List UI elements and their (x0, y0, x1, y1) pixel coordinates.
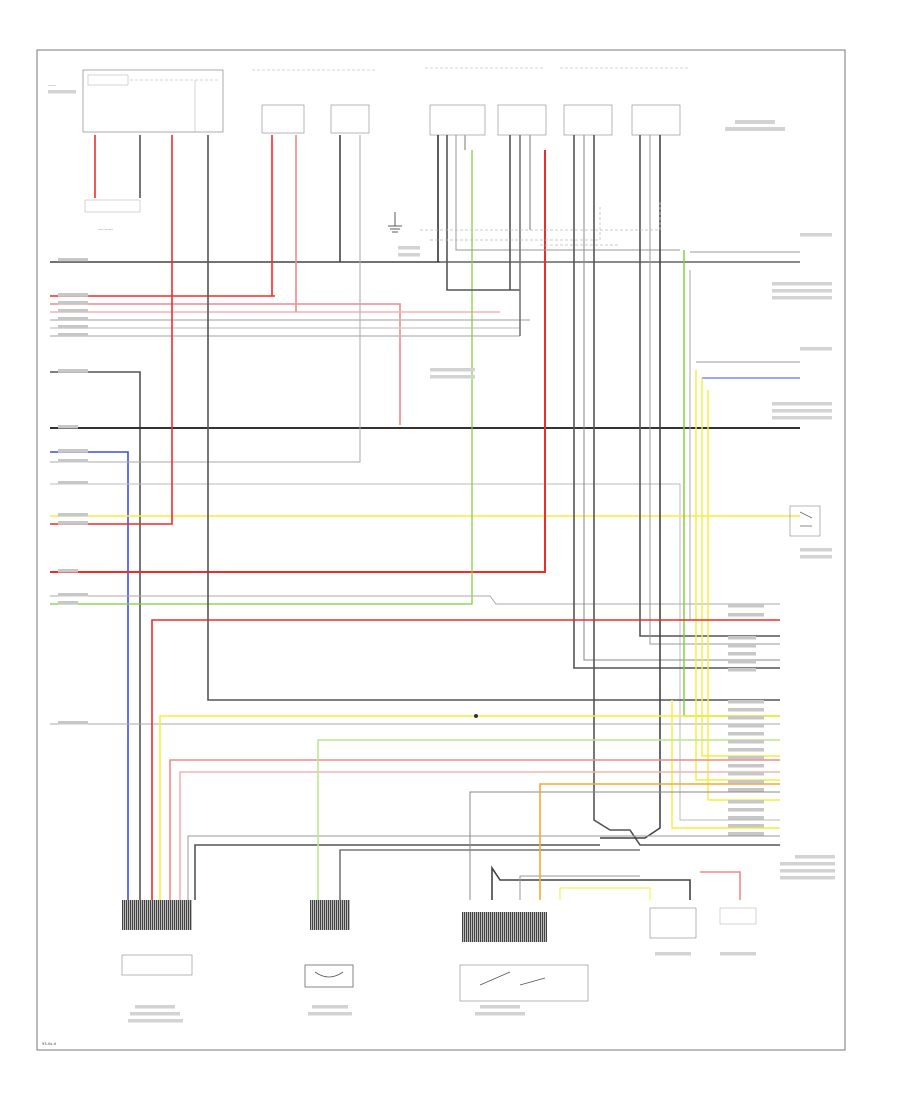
engine-coolant-sensor (304, 964, 354, 1016)
svg-text:------: ------ (48, 82, 57, 87)
pressure-switches (649, 907, 757, 956)
engine-ground-symbol (388, 212, 402, 233)
crankshaft-sensors-group (252, 69, 375, 134)
top-vertical-wires (94, 135, 780, 846)
svg-text:---- ------: ---- ------ (98, 226, 114, 231)
shield-lines (420, 200, 661, 246)
right-connector-labels (728, 604, 764, 836)
oxygen-sensors-group (425, 67, 690, 136)
knock-sensor-connector-top: ---- ------ (84, 199, 141, 231)
bottom-connectors (122, 900, 547, 942)
throttle-position-sensor (459, 964, 589, 1016)
left-connector-labels (58, 258, 88, 725)
component-label-blocks (48, 90, 835, 880)
crankshaft-sensor-bottom (121, 954, 193, 1023)
splice-dot (474, 714, 478, 718)
harness-wires (50, 135, 800, 900)
bottom-routing-wires (151, 619, 780, 900)
relay-symbol (789, 505, 821, 537)
page-code: 93-0x-d (42, 1042, 56, 1046)
diagram-frame (36, 49, 846, 1051)
fuse-relay-box: ------ (48, 69, 224, 133)
